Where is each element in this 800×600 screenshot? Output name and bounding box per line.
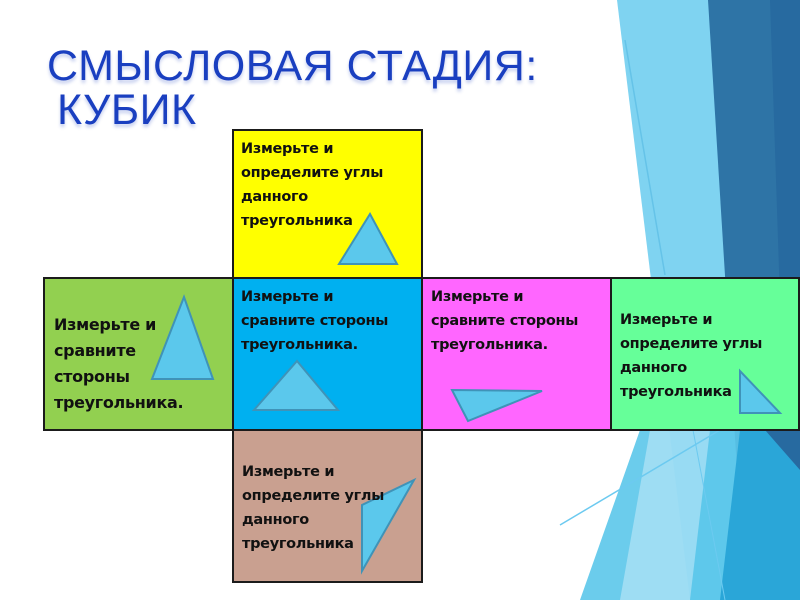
triangle-icon xyxy=(739,368,783,414)
cube-face-center: Измерьте и сравните стороны треугольника… xyxy=(232,277,423,431)
title-line-1: СМЫСЛОВАЯ СТАДИЯ: xyxy=(47,42,538,90)
face-text: Измерьте и определите углы данного треуг… xyxy=(620,308,762,404)
text-line: сравните xyxy=(54,341,136,360)
triangle-icon xyxy=(361,477,417,575)
text-line: треугольника xyxy=(620,384,732,400)
triangle-icon xyxy=(337,212,399,265)
text-line: Измерьте и xyxy=(620,312,713,328)
slide-title: СМЫСЛОВАЯ СТАДИЯ: КУБИК xyxy=(47,44,538,132)
text-line: треугольника. xyxy=(54,393,184,412)
text-line: Измерьте и xyxy=(431,289,524,305)
text-line: треугольника. xyxy=(241,337,358,353)
face-text: Измерьте и сравните стороны треугольника… xyxy=(241,285,388,357)
face-text: Измерьте и определите углы данного треуг… xyxy=(241,137,383,233)
cube-face-far-right: Измерьте и определите углы данного треуг… xyxy=(610,277,800,431)
text-line: треугольника. xyxy=(431,337,548,353)
text-line: определите углы xyxy=(620,336,763,352)
face-text: Измерьте и определите углы данного треуг… xyxy=(242,460,384,556)
text-line: данного xyxy=(241,189,308,205)
text-line: данного xyxy=(242,512,309,528)
text-line: Измерьте и xyxy=(241,141,334,157)
text-line: стороны xyxy=(54,367,130,386)
triangle-icon xyxy=(450,388,543,423)
text-line: определите углы xyxy=(241,165,384,181)
text-line: Измерьте и xyxy=(241,289,334,305)
text-line: сравните стороны xyxy=(431,313,579,329)
triangle-icon xyxy=(251,359,341,411)
triangle-icon xyxy=(150,294,215,380)
text-line: треугольника xyxy=(242,536,354,552)
cube-face-bottom: Измерьте и определите углы данного треуг… xyxy=(232,429,423,583)
text-line: Измерьте и xyxy=(242,464,335,480)
text-line: определите углы xyxy=(242,488,385,504)
face-text: Измерьте и сравните стороны треугольника… xyxy=(431,285,578,357)
cube-face-right: Измерьте и сравните стороны треугольника… xyxy=(421,277,612,431)
cube-face-left: Измерьте и сравните стороны треугольника… xyxy=(43,277,235,431)
cube-face-top: Измерьте и определите углы данного треуг… xyxy=(232,129,423,280)
text-line: данного xyxy=(620,360,687,376)
title-line-2: КУБИК xyxy=(57,86,197,134)
text-line: Измерьте и xyxy=(54,315,157,334)
text-line: треугольника xyxy=(241,213,353,229)
face-text: Измерьте и сравните стороны треугольника… xyxy=(54,312,184,416)
text-line: сравните стороны xyxy=(241,313,389,329)
